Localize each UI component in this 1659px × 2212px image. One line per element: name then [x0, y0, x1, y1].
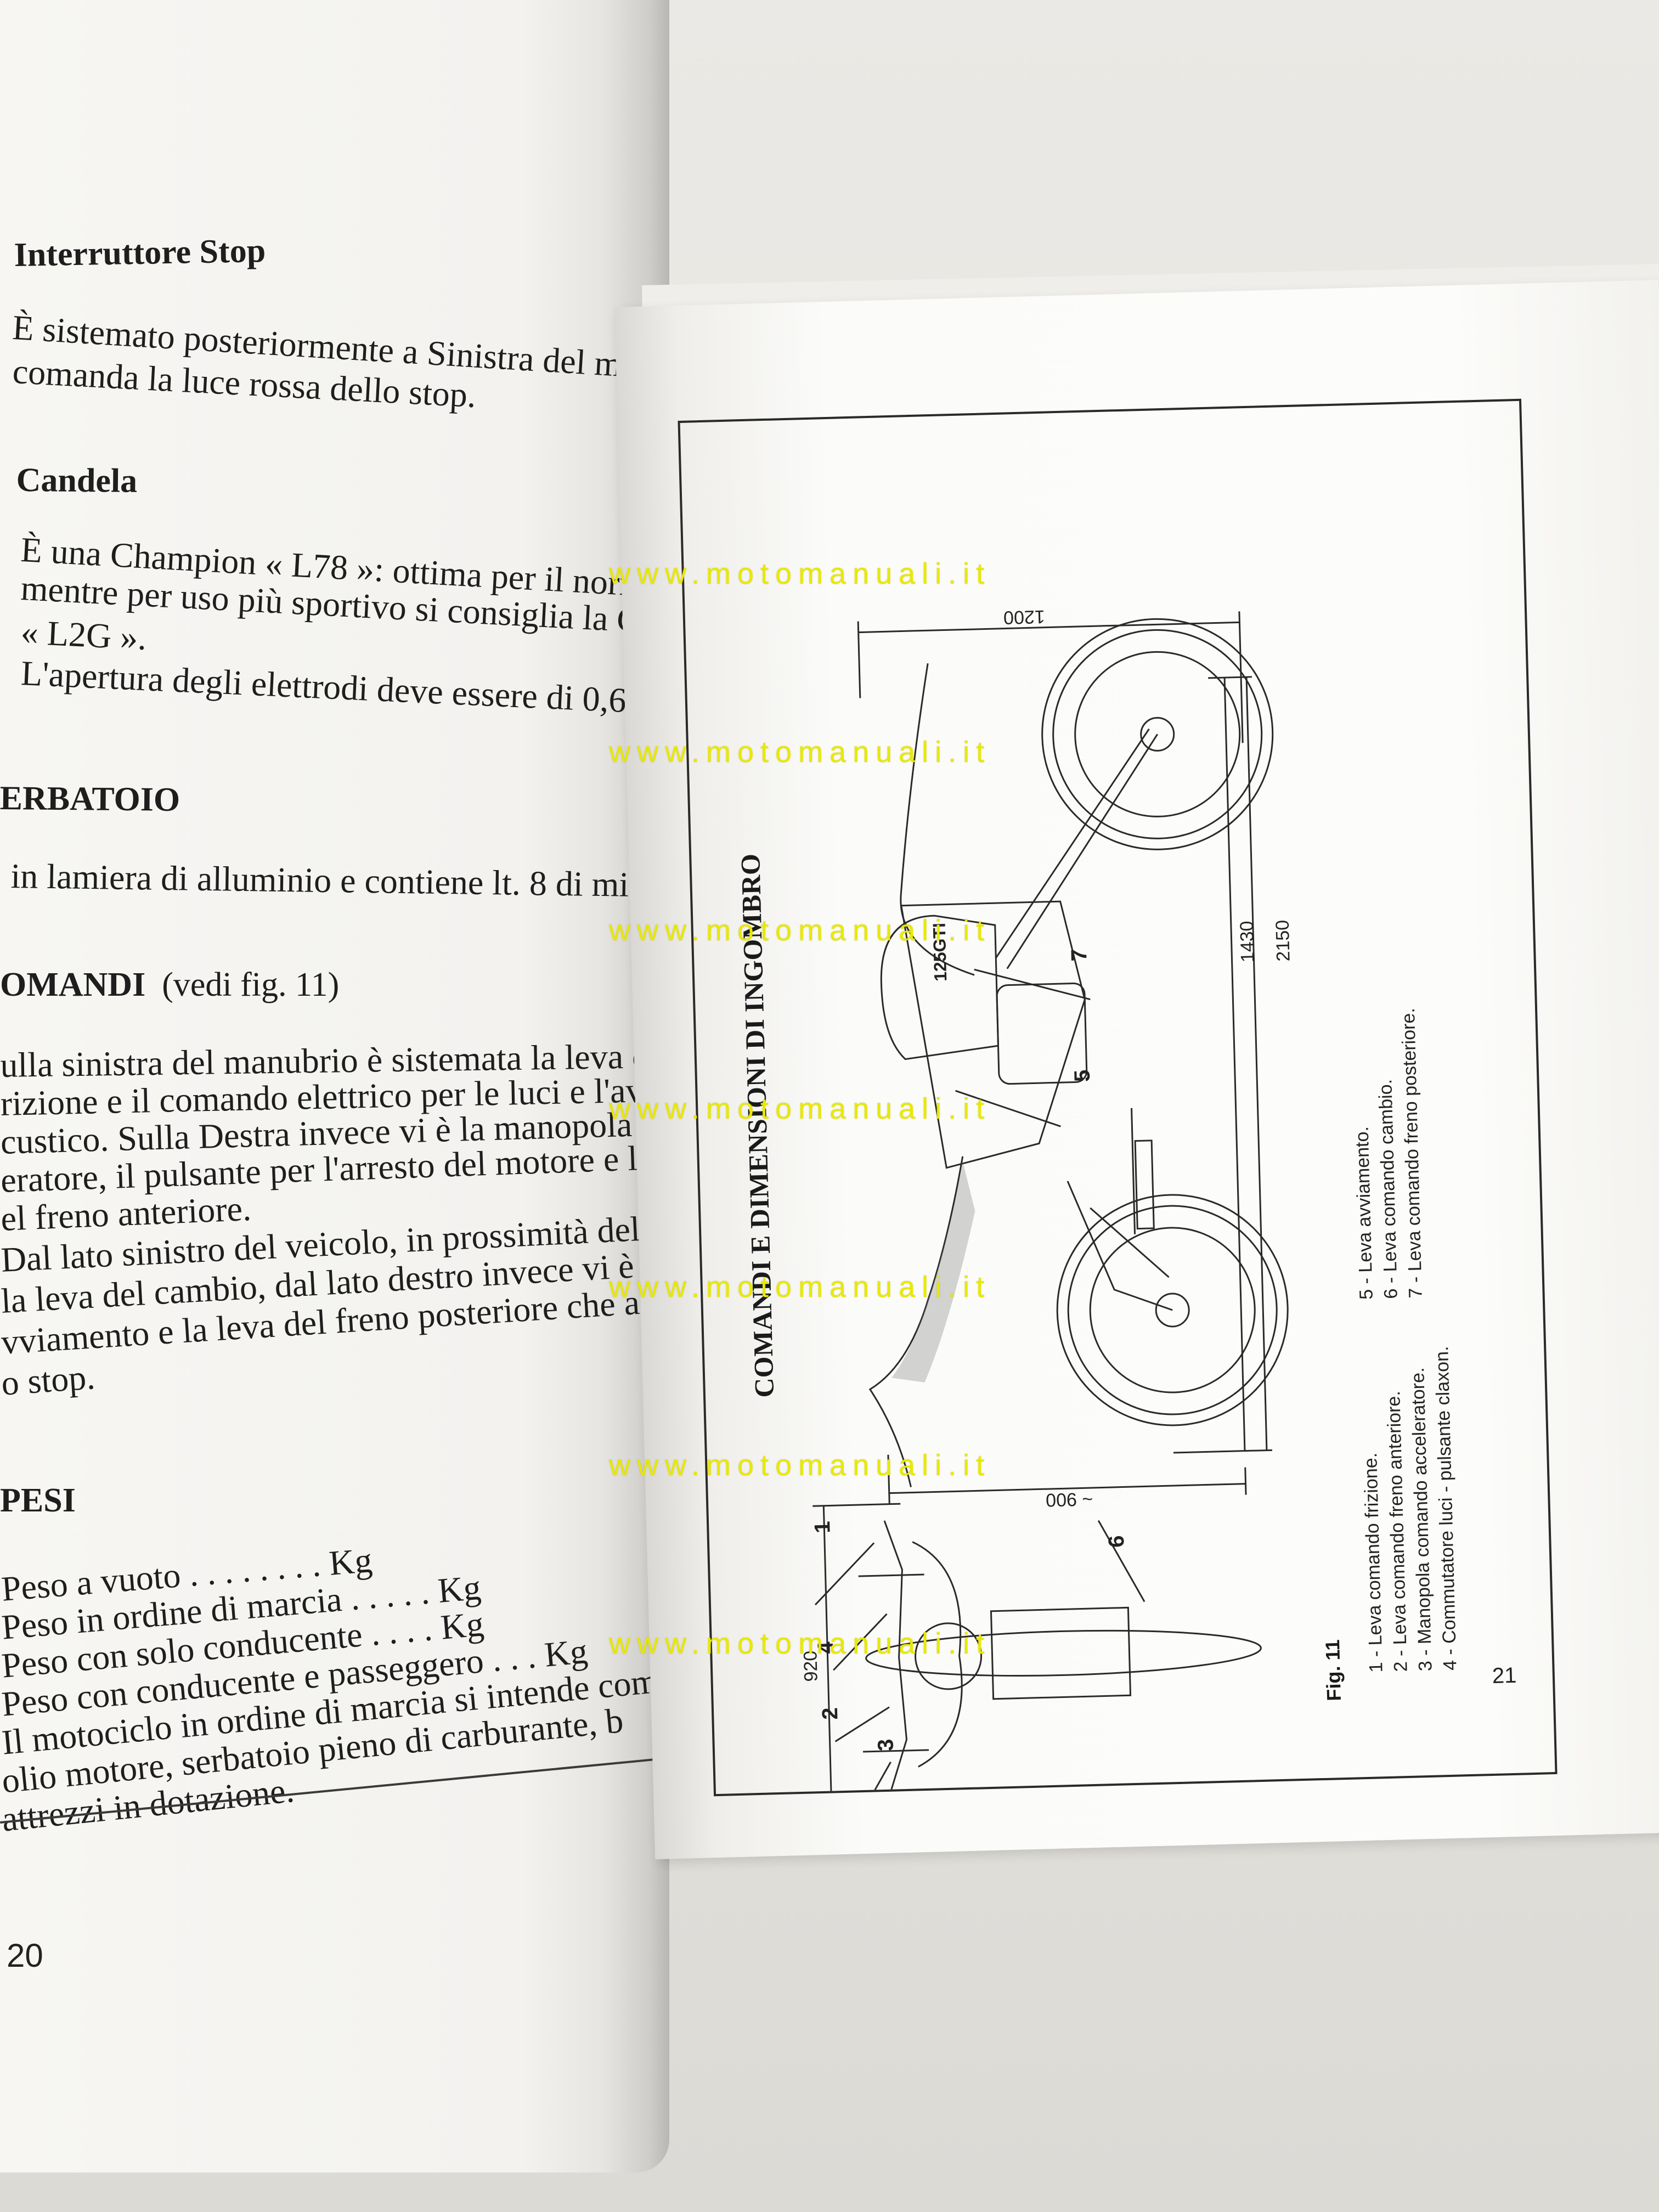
callout-7: 7: [1066, 949, 1092, 962]
left-page-line: Candela: [16, 461, 138, 500]
left-page-line: in lamiera di alluminio e contiene lt. 8…: [10, 856, 669, 905]
left-page-line: PESI: [0, 1482, 76, 1519]
rear-wheel: [1041, 618, 1274, 850]
left-page-line: ERBATOIO: [0, 780, 180, 819]
watermark-5: www.motomanuali.it: [609, 1271, 991, 1304]
figure-label: Fig. 11: [1321, 1639, 1345, 1702]
callout-5: 5: [1070, 1069, 1095, 1082]
watermark-4: www.motomanuali.it: [609, 1092, 991, 1125]
left-page-number: 20: [7, 1937, 43, 1974]
seat: [868, 1156, 964, 1487]
front-view-wheel: [865, 1629, 1262, 1677]
headlight: [915, 1622, 983, 1690]
callout-2: 2: [817, 1707, 843, 1720]
watermark-2: www.motomanuali.it: [609, 736, 991, 769]
front-wheel: [1056, 1194, 1289, 1426]
dim-height-2: 2150: [1272, 919, 1294, 962]
motorcycle-drawing: [812, 611, 1289, 1792]
left-page-line: o stop.: [0, 1357, 97, 1403]
callout-1: 1: [810, 1521, 835, 1534]
dim-height-1: 1430: [1236, 921, 1259, 963]
dim-length-top: 1200: [1003, 606, 1046, 628]
fuel-tank: [880, 915, 1000, 1060]
left-page-line: « L2G ».: [20, 612, 148, 658]
watermark-7: www.motomanuali.it: [609, 1627, 991, 1660]
dim-width: ~ 900: [1045, 1488, 1093, 1511]
legend-item-5: 5 - Leva avviamento.: [1351, 1126, 1377, 1300]
right-page: 1200 1430 2150 ~ 900 920 1 2 3 4 5 6 7 1…: [614, 280, 1659, 1860]
right-page-number: 21: [1492, 1663, 1517, 1688]
callout-3: 3: [873, 1739, 899, 1752]
engine-block: [900, 900, 1086, 1169]
left-page-line: Interruttore Stop: [14, 232, 266, 274]
watermark-3: www.motomanuali.it: [609, 914, 991, 947]
watermark-1: www.motomanuali.it: [609, 557, 991, 590]
left-page-line: OMANDI(vedi fig. 11): [0, 966, 340, 1003]
callout-6: 6: [1104, 1534, 1129, 1548]
watermark-6: www.motomanuali.it: [609, 1449, 991, 1482]
figure-frame: 1200 1430 2150 ~ 900 920 1 2 3 4 5 6 7 1…: [678, 398, 1558, 1797]
left-page-line: L'apertura degli elettrodi deve essere d…: [20, 653, 628, 720]
dim-line-top: [858, 621, 1240, 634]
